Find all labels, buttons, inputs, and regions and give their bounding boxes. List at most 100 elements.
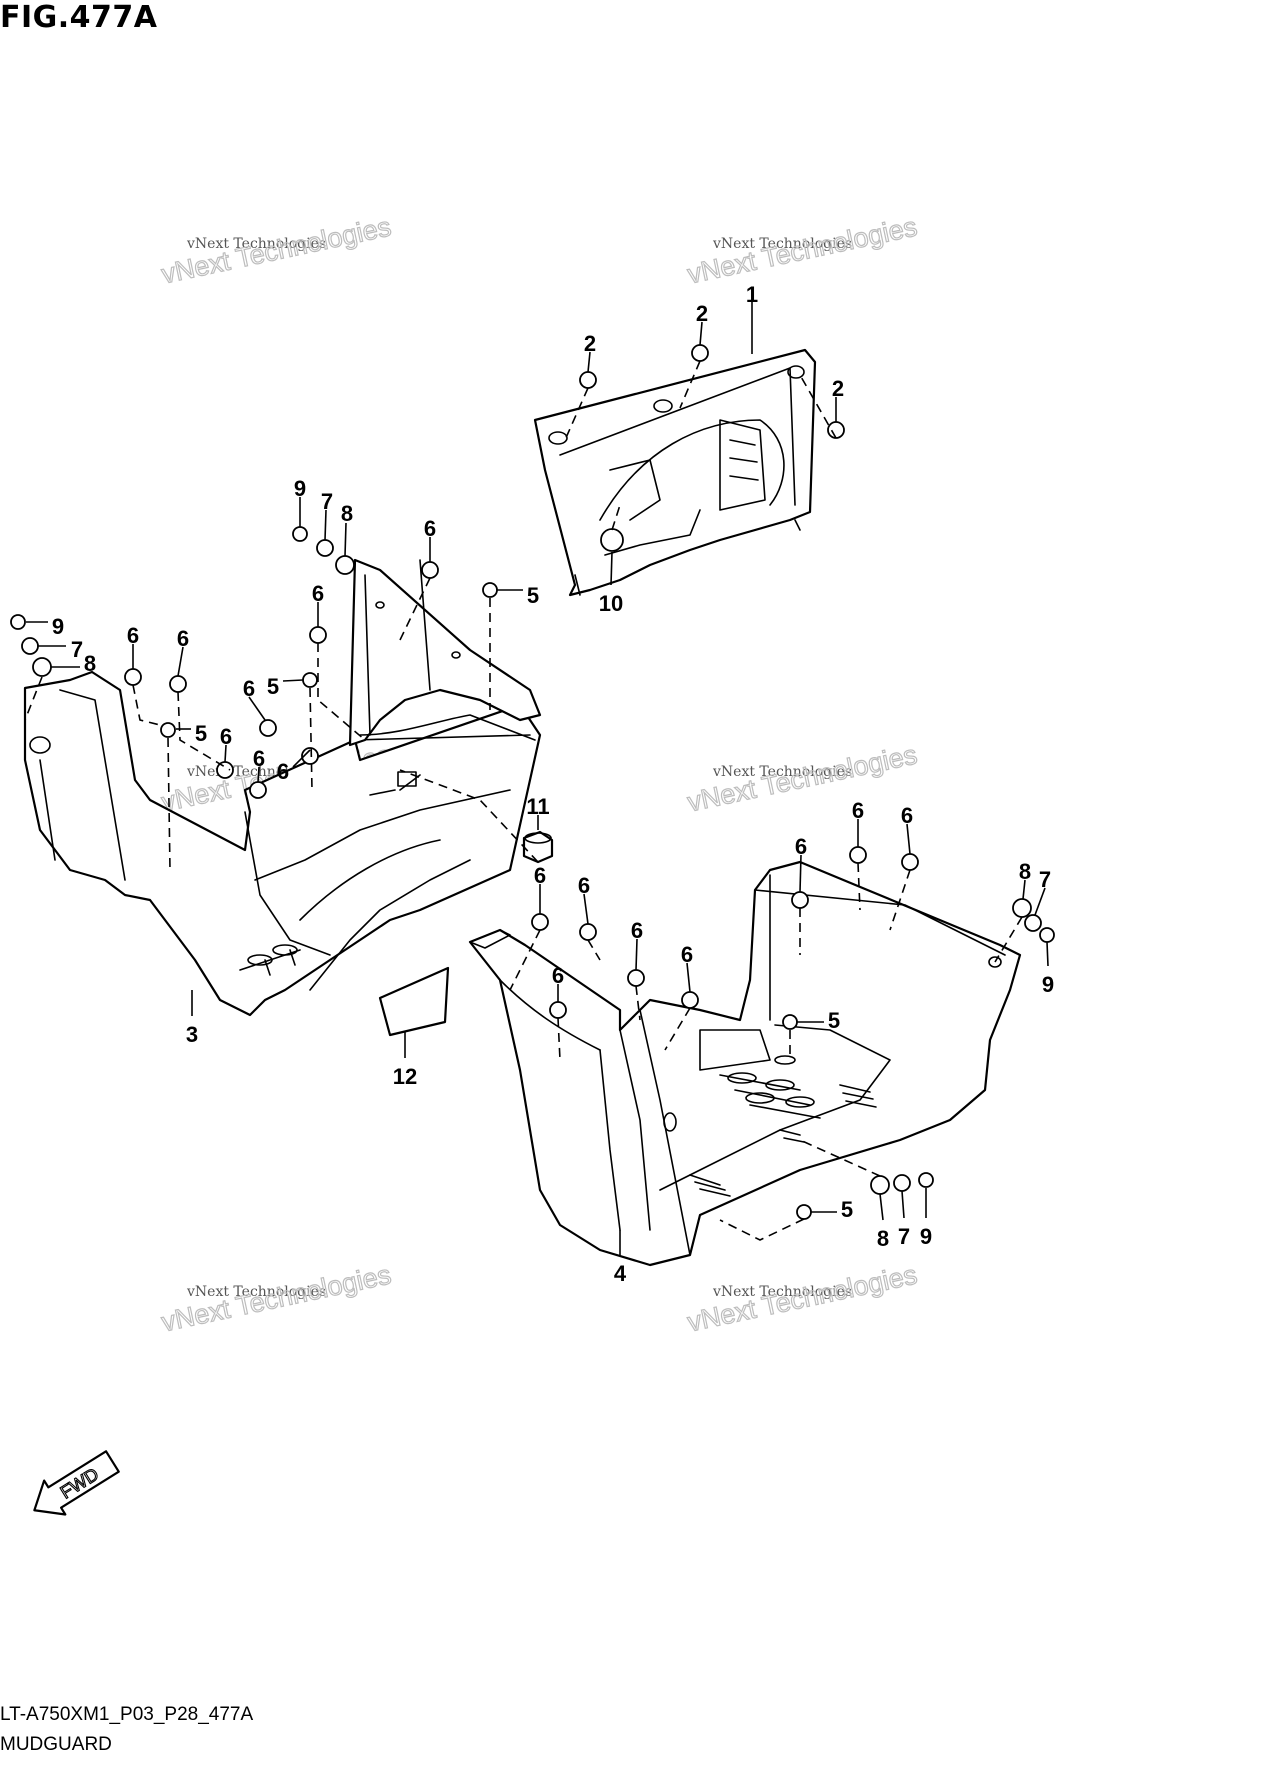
- fwd-arrow-icon: FWD: [33, 1450, 120, 1516]
- screw-icon: [249, 781, 267, 799]
- part-3-front-mudguard: [23, 670, 542, 1017]
- screw-icon: [579, 371, 597, 389]
- callout-number: 9: [52, 614, 64, 639]
- callout-number: 6: [534, 863, 546, 888]
- callout-number: 6: [243, 676, 255, 701]
- callout-number: 6: [253, 746, 265, 771]
- leader-lines: [24, 302, 1049, 1255]
- collar-icon: [1012, 898, 1032, 918]
- bolt-icon: [160, 722, 176, 738]
- figure-title: FIG.477A: [0, 0, 158, 35]
- screw-icon: [579, 923, 597, 941]
- part-4-footrest-mudguard: [468, 860, 1022, 1267]
- screw-icon: [849, 846, 867, 864]
- washer-icon: [316, 539, 334, 557]
- watermark-text: vNext Technologies: [712, 236, 852, 252]
- watermark-text: vNext Technologies: [186, 1284, 326, 1300]
- screw-icon: [627, 969, 645, 987]
- screw-icon: [827, 421, 845, 439]
- callout-number: 6: [681, 942, 693, 967]
- watermark-text: vNext Technologies: [712, 1284, 852, 1300]
- callout-number: 11: [526, 794, 549, 819]
- watermark: vNext Technologies vNext Technologies: [158, 1259, 394, 1338]
- screw-icon: [421, 561, 439, 579]
- callout-number: 6: [852, 798, 864, 823]
- callout-number: 8: [877, 1226, 889, 1251]
- callout-number: 7: [71, 637, 83, 662]
- callout-number: 5: [841, 1197, 853, 1222]
- callout-number: 3: [186, 1022, 198, 1047]
- callout-number: 9: [294, 476, 306, 501]
- callout-number: 6: [578, 873, 590, 898]
- callout-number: 7: [1039, 867, 1051, 892]
- callout-number: 6: [901, 803, 913, 828]
- watermark: vNext Technologies vNext Technologies: [684, 211, 920, 290]
- screw-icon: [791, 891, 809, 909]
- collar-icon: [335, 555, 355, 575]
- callout-number: 1: [746, 282, 758, 307]
- callout-number: 6: [127, 623, 139, 648]
- screw-icon: [681, 991, 699, 1009]
- part-1-front-fender-cover: [533, 348, 817, 597]
- callout-number: 7: [321, 489, 333, 514]
- callout-number: 8: [1019, 859, 1031, 884]
- callout-number: 5: [195, 721, 207, 746]
- watermark-text: vNext Technologies: [712, 764, 852, 780]
- callout-number: 6: [177, 626, 189, 651]
- screw-icon: [309, 626, 327, 644]
- watermark: vNext Technologies vNext Technologies: [158, 211, 394, 290]
- screw-icon: [549, 1001, 567, 1019]
- bolt-icon: [796, 1204, 812, 1220]
- bolt-icon: [782, 1014, 798, 1030]
- callout-number: 6: [552, 963, 564, 988]
- watermark: vNext Technologies vNext Technologies: [684, 1259, 920, 1338]
- collar-icon: [32, 657, 52, 677]
- bolt-icon: [10, 614, 26, 630]
- callout-number: 12: [393, 1064, 417, 1089]
- grommet-icon: [600, 528, 624, 552]
- part-12-pad: [378, 966, 450, 1037]
- callout-number: 2: [832, 376, 844, 401]
- callout-number: 6: [312, 581, 324, 606]
- screw-icon: [691, 344, 709, 362]
- callout-number: 9: [920, 1224, 932, 1249]
- bolt-icon: [918, 1172, 934, 1188]
- bolt-icon: [482, 582, 498, 598]
- callout-number: 2: [584, 331, 596, 356]
- callout-number: 5: [527, 583, 539, 608]
- callout-number: 6: [424, 516, 436, 541]
- diagram-code: LT-A750XM1_P03_P28_477A: [0, 1704, 254, 1725]
- callout-number: 6: [220, 724, 232, 749]
- screw-icon: [169, 675, 187, 693]
- collar-icon: [870, 1175, 890, 1195]
- part-11-grommet: [522, 830, 554, 864]
- bolt-icon: [1039, 927, 1055, 943]
- part-3-upper-panel: [348, 558, 542, 747]
- washer-icon: [893, 1174, 911, 1192]
- callout-number: 4: [614, 1261, 627, 1286]
- callout-number: 5: [828, 1008, 840, 1033]
- screw-icon: [124, 668, 142, 686]
- screw-icon: [531, 913, 549, 931]
- screw-icon: [259, 719, 277, 737]
- washer-icon: [21, 637, 39, 655]
- callout-number: 5: [267, 674, 279, 699]
- screw-icon: [301, 747, 319, 765]
- callout-number: 2: [696, 301, 708, 326]
- callout-number: 6: [277, 759, 289, 784]
- bolt-icon: [292, 526, 308, 542]
- washer-icon: [1024, 914, 1042, 932]
- watermark-text: vNext Technologies: [186, 236, 326, 252]
- callout-number: 8: [84, 651, 96, 676]
- callout-number: 7: [898, 1224, 910, 1249]
- callout-number: 10: [599, 591, 623, 616]
- bolt-icon: [302, 672, 318, 688]
- watermark: vNext Technologies vNext Technologies: [684, 739, 920, 818]
- screw-icon: [901, 853, 919, 871]
- callout-number: 8: [341, 501, 353, 526]
- callout-number: 6: [795, 834, 807, 859]
- diagram-name: MUDGUARD: [0, 1734, 112, 1755]
- callout-number: 9: [1042, 972, 1054, 997]
